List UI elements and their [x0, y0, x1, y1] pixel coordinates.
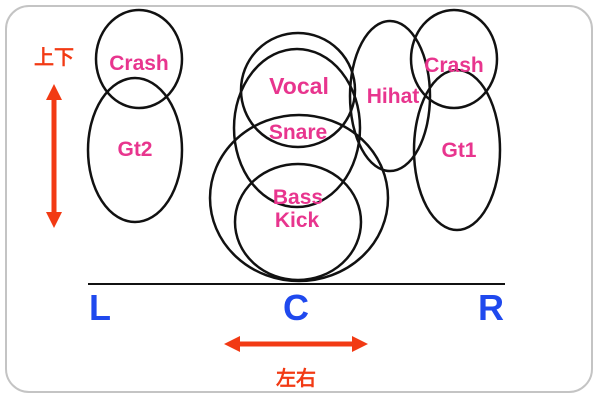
position-label-right: R: [478, 287, 504, 328]
instrument-label-snare: Snare: [269, 121, 327, 144]
instrument-label-crash-left: Crash: [109, 52, 169, 75]
crash-right-ellipse: [409, 8, 499, 110]
instrument-label-gt1: Gt1: [441, 139, 476, 162]
kick-ellipse: [233, 162, 363, 282]
snare-ellipse: [232, 47, 362, 209]
instrument-label-crash-right: Crash: [424, 54, 484, 77]
instrument-label-hihat: Hihat: [367, 85, 420, 108]
crash-left-ellipse: [94, 8, 184, 110]
instrument-label-kick: Kick: [275, 209, 320, 232]
instrument-label-vocal: Vocal: [269, 73, 329, 99]
horizontal-arrow-label: 左右: [276, 366, 316, 390]
instrument-label-bass: Bass: [273, 186, 323, 209]
gt2-ellipse: [86, 76, 184, 224]
gt1-ellipse: [412, 68, 502, 232]
hihat-ellipse: [348, 19, 432, 173]
instrument-label-gt2: Gt2: [117, 138, 152, 161]
vertical-arrow-label: 上下: [34, 45, 74, 69]
position-label-center: C: [283, 287, 309, 328]
position-label-left: L: [89, 287, 111, 328]
